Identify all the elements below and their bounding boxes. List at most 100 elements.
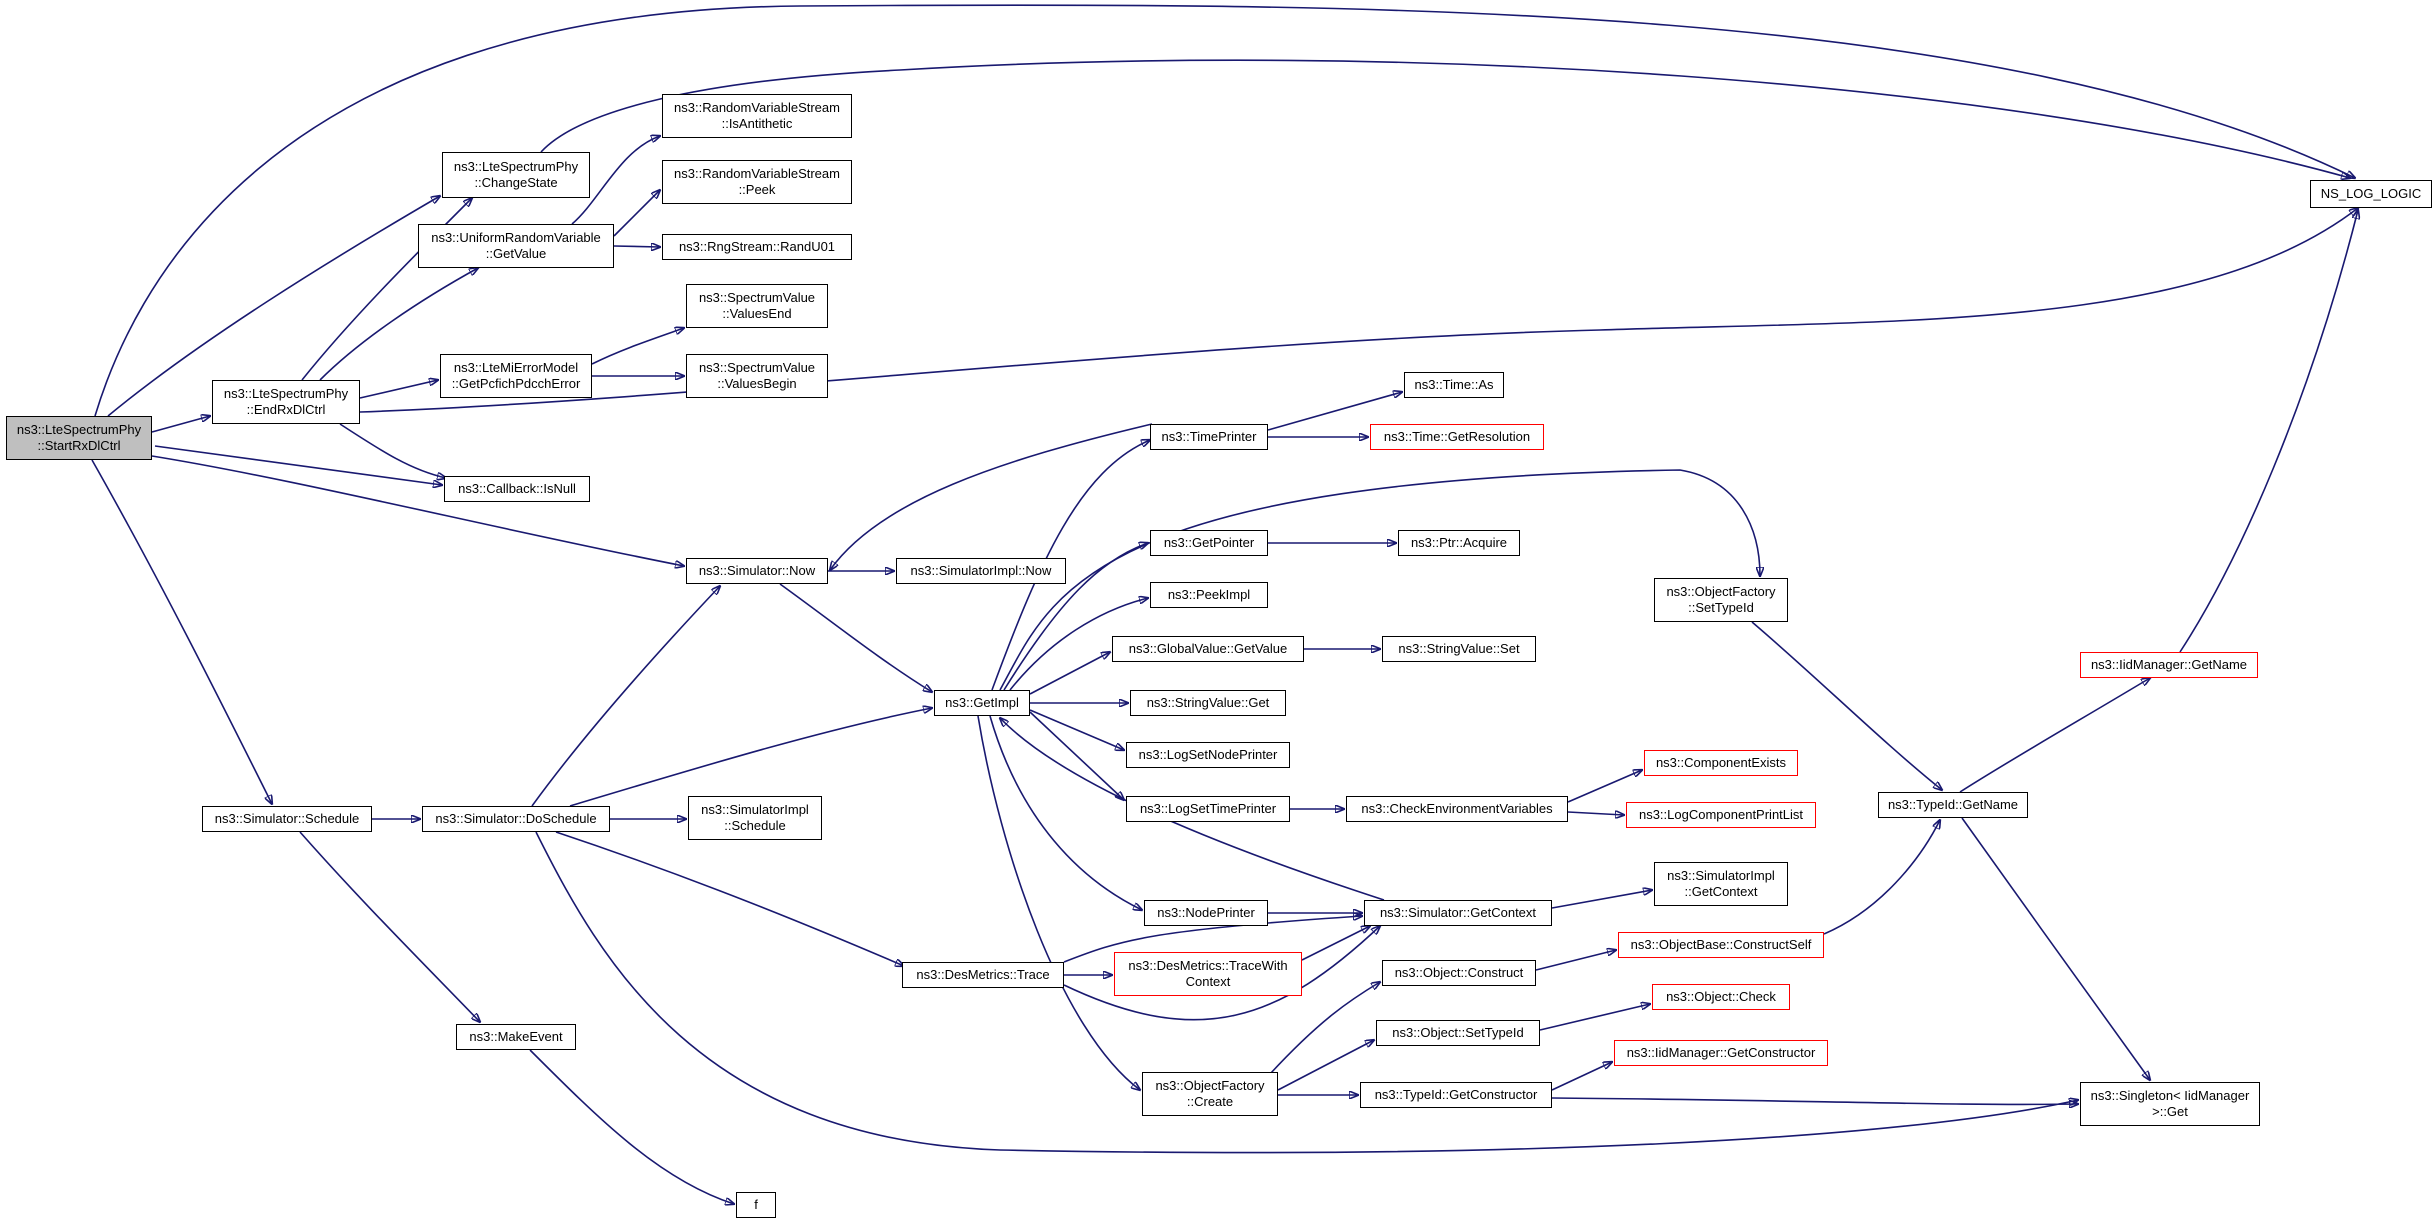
node-label-line: ns3::ObjectBase::ConstructSelf (1630, 937, 1812, 952)
node-label-line: ns3::Singleton< IidManager (2090, 1088, 2250, 1103)
call-edge (1567, 812, 1624, 815)
call-edge (555, 831, 904, 966)
node-log-component-print-list[interactable]: ns3::LogComponentPrintList (1626, 802, 1816, 828)
call-edge (529, 1049, 734, 1204)
node-label-line: ns3::LogSetTimePrinter (1139, 801, 1277, 816)
call-edge (1551, 1097, 2078, 1104)
node-type-id-get-constructor[interactable]: ns3::TypeId::GetConstructor (1360, 1082, 1552, 1108)
call-edge (991, 440, 1150, 691)
node-label-line: ::Schedule (724, 818, 786, 833)
node-simulator-impl-now[interactable]: ns3::SimulatorImpl::Now (896, 558, 1066, 584)
node-label-line: ns3::Simulator::GetContext (1379, 905, 1537, 920)
node-label-line: ns3::DesMetrics::TraceWith (1128, 958, 1288, 973)
node-object-set-type-id[interactable]: ns3::Object::SetTypeId (1376, 1020, 1540, 1046)
node-label-line: ::Create (1186, 1094, 1234, 1109)
node-label-line: ns3::StringValue::Set (1398, 641, 1520, 656)
call-edge (1551, 890, 1652, 909)
node-change-state[interactable]: ns3::LteSpectrumPhy ::ChangeState (442, 152, 590, 198)
node-ptr-acquire[interactable]: ns3::Ptr::Acquire (1398, 530, 1520, 556)
node-label-line: ns3::ObjectFactory (1666, 584, 1776, 599)
call-edge (1959, 678, 2150, 793)
node-label-line: ns3::DesMetrics::Trace (916, 967, 1050, 982)
node-time-get-resolution[interactable]: ns3::Time::GetResolution (1370, 424, 1544, 450)
node-simulator-now[interactable]: ns3::Simulator::Now (686, 558, 828, 584)
node-simulator-schedule[interactable]: ns3::Simulator::Schedule (202, 806, 372, 832)
call-edge (301, 198, 472, 381)
call-edge (613, 246, 660, 247)
node-rand-u01[interactable]: ns3::RngStream::RandU01 (662, 234, 852, 260)
node-label-line: ns3::RandomVariableStream (674, 100, 840, 115)
node-simulator-impl-get-context[interactable]: ns3::SimulatorImpl ::GetContext (1654, 862, 1788, 906)
call-edge (535, 831, 2078, 1154)
node-component-exists[interactable]: ns3::ComponentExists (1644, 750, 1798, 776)
node-label-line: ns3::Callback::IsNull (458, 481, 576, 496)
node-ns-log-logic[interactable]: NS_LOG_LOGIC (2310, 180, 2432, 208)
node-label-line: ::ValuesEnd (722, 306, 792, 321)
node-object-construct[interactable]: ns3::Object::Construct (1382, 960, 1536, 986)
node-get-pointer[interactable]: ns3::GetPointer (1150, 530, 1268, 556)
node-get-impl[interactable]: ns3::GetImpl (934, 690, 1030, 716)
node-values-begin[interactable]: ns3::SpectrumValue ::ValuesBegin (686, 354, 828, 398)
node-label-line: ns3::Simulator::Now (698, 563, 816, 578)
node-global-value-get-value[interactable]: ns3::GlobalValue::GetValue (1112, 636, 1304, 662)
node-make-event[interactable]: ns3::MakeEvent (456, 1024, 576, 1050)
node-simulator-get-context[interactable]: ns3::Simulator::GetContext (1364, 900, 1552, 926)
node-iid-manager-get-name[interactable]: ns3::IidManager::GetName (2080, 652, 2258, 678)
call-edge (319, 268, 478, 381)
node-end-rx-dl-ctrl[interactable]: ns3::LteSpectrumPhy ::EndRxDlCtrl (212, 380, 360, 424)
node-singleton-iid-manager-get[interactable]: ns3::Singleton< IidManager >::Get (2080, 1082, 2260, 1126)
node-label-line: ns3::GetPointer (1163, 535, 1255, 550)
node-object-factory-set-type-id[interactable]: ns3::ObjectFactory ::SetTypeId (1654, 578, 1788, 622)
node-label-line: ns3::LogSetNodePrinter (1138, 747, 1278, 762)
call-edge (1301, 926, 1370, 961)
node-label-line: ::SetTypeId (1688, 600, 1754, 615)
node-time-as[interactable]: ns3::Time::As (1404, 372, 1504, 398)
node-label-line: ns3::MakeEvent (469, 1029, 563, 1044)
node-callback-is-null[interactable]: ns3::Callback::IsNull (444, 476, 590, 502)
node-label-line: ns3::Ptr::Acquire (1410, 535, 1508, 550)
node-type-id-get-name[interactable]: ns3::TypeId::GetName (1878, 792, 2028, 818)
node-log-set-time-printer[interactable]: ns3::LogSetTimePrinter (1126, 796, 1290, 822)
call-edge (107, 196, 440, 417)
call-edge (613, 190, 660, 237)
node-iid-manager-get-constructor[interactable]: ns3::IidManager::GetConstructor (1614, 1040, 1828, 1066)
node-node-printer[interactable]: ns3::NodePrinter (1144, 900, 1268, 926)
call-edge (531, 586, 720, 807)
node-peek-impl[interactable]: ns3::PeekImpl (1150, 582, 1268, 608)
call-edge (989, 715, 1142, 910)
call-edge (299, 831, 480, 1022)
call-edge (569, 708, 932, 807)
node-object-base-construct-self[interactable]: ns3::ObjectBase::ConstructSelf (1618, 932, 1824, 958)
node-object-check[interactable]: ns3::Object::Check (1652, 984, 1790, 1010)
node-log-set-node-printer[interactable]: ns3::LogSetNodePrinter (1126, 742, 1290, 768)
node-start-rx-dl-ctrl[interactable]: ns3::LteSpectrumPhy ::StartRxDlCtrl (6, 416, 152, 460)
node-label-line: ns3::StringValue::Get (1146, 695, 1270, 710)
node-time-printer[interactable]: ns3::TimePrinter (1150, 424, 1268, 450)
node-f[interactable]: f (736, 1192, 776, 1218)
node-label-line: ns3::Time::GetResolution (1383, 429, 1531, 444)
node-string-value-get[interactable]: ns3::StringValue::Get (1130, 690, 1286, 716)
node-peek[interactable]: ns3::RandomVariableStream ::Peek (662, 160, 852, 204)
call-edge (154, 445, 442, 485)
node-is-antithetic[interactable]: ns3::RandomVariableStream ::IsAntithetic (662, 94, 852, 138)
node-get-pcfich-pdcch-error[interactable]: ns3::LteMiErrorModel ::GetPcfichPdcchErr… (440, 354, 592, 398)
node-simulator-do-schedule[interactable]: ns3::Simulator::DoSchedule (422, 806, 610, 832)
node-des-metrics-trace-with-context[interactable]: ns3::DesMetrics::TraceWith Context (1114, 952, 1302, 996)
node-values-end[interactable]: ns3::SpectrumValue ::ValuesEnd (686, 284, 828, 328)
node-label-line: ns3::SimulatorImpl::Now (910, 563, 1052, 578)
node-label-line: ::IsAntithetic (721, 116, 793, 131)
node-label-line: >::Get (2152, 1104, 2188, 1119)
node-check-environment-variables[interactable]: ns3::CheckEnvironmentVariables (1346, 796, 1568, 822)
node-label-line: ns3::GlobalValue::GetValue (1128, 641, 1288, 656)
node-des-metrics-trace[interactable]: ns3::DesMetrics::Trace (902, 962, 1064, 988)
call-edge (1277, 1040, 1374, 1091)
call-edge (1823, 820, 1940, 935)
call-edge (1961, 817, 2150, 1080)
call-edge (1751, 621, 1942, 790)
node-uniform-get-value[interactable]: ns3::UniformRandomVariable ::GetValue (418, 224, 614, 268)
node-label-line: ::GetPcfichPdcchError (451, 376, 581, 391)
node-string-value-set[interactable]: ns3::StringValue::Set (1382, 636, 1536, 662)
node-object-factory-create[interactable]: ns3::ObjectFactory ::Create (1142, 1072, 1278, 1116)
node-simulator-impl-schedule[interactable]: ns3::SimulatorImpl ::Schedule (688, 796, 822, 840)
